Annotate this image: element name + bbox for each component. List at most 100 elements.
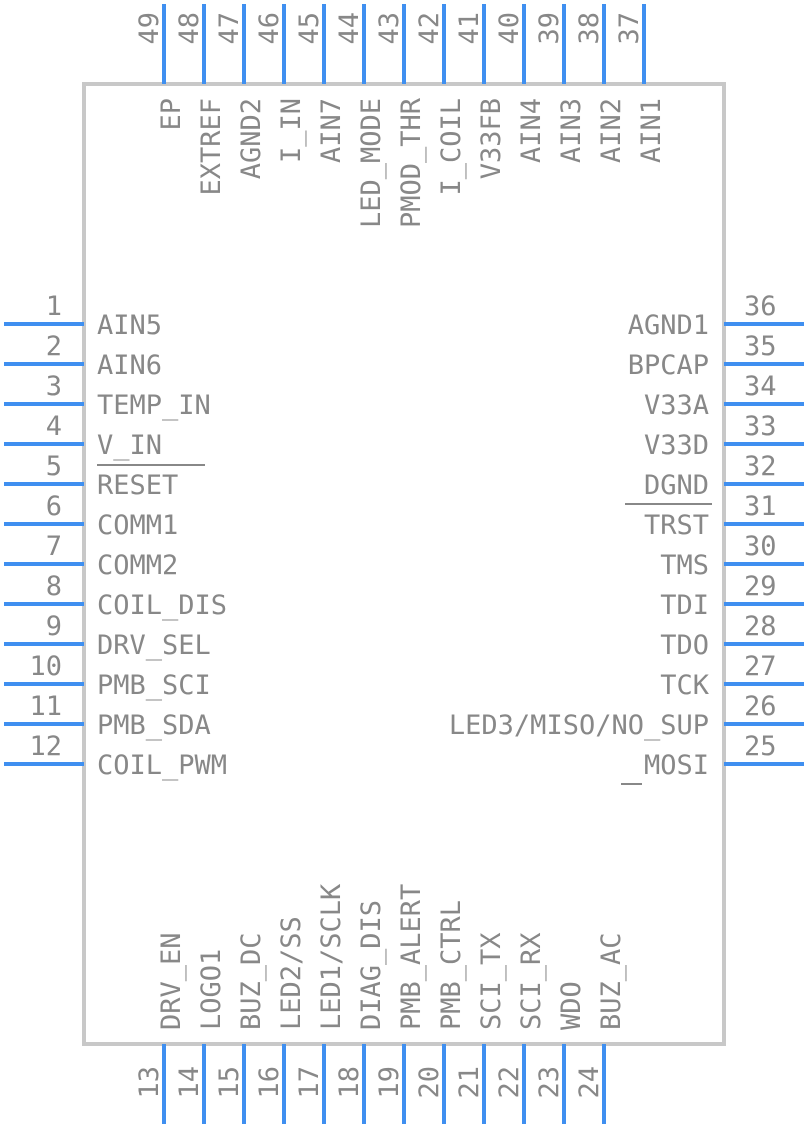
pin-7-number: 7 <box>46 531 62 562</box>
pin-25-number: 25 <box>744 731 777 762</box>
pin-33-number: 33 <box>744 411 777 442</box>
pin-34-label: V33A <box>644 390 709 421</box>
pin-46-label: I_IN <box>276 98 307 163</box>
pin-35-label: BPCAP <box>628 350 709 381</box>
pin-29-label: TDI <box>660 590 709 621</box>
pin-12-label: COIL_PWM <box>97 750 227 781</box>
pin-44-label: LED_MODE <box>356 98 387 228</box>
pin-23-number: 23 <box>534 1066 565 1099</box>
pin-6-label: COMM1 <box>97 510 178 541</box>
pin-4-label: V_IN <box>97 430 162 461</box>
pin-7-label: COMM2 <box>97 550 178 581</box>
pin-40-number: 40 <box>494 12 525 45</box>
pin-17-label: LED1/SCLK <box>316 883 347 1030</box>
pin-36-number: 36 <box>744 291 777 322</box>
pin-32-number: 32 <box>744 451 777 482</box>
pin-45-label: AIN7 <box>316 98 347 163</box>
pin-43-label: PMOD_THR <box>396 97 427 228</box>
pin-18-label: DIAG_DIS <box>356 900 387 1030</box>
pin-28-label: TDO <box>660 630 709 661</box>
pin-43-number: 43 <box>374 12 405 45</box>
pin-26-number: 26 <box>744 691 777 722</box>
pin-15-label: BUZ_DC <box>236 932 267 1030</box>
pin-27-number: 27 <box>744 651 777 682</box>
pin-35-number: 35 <box>744 331 777 362</box>
pin-34-number: 34 <box>744 371 777 402</box>
pin-41-label: V33FB <box>476 98 507 179</box>
pin-9-label: DRV_SEL <box>97 630 211 661</box>
overbars-layer <box>97 464 712 785</box>
pin-24-number: 24 <box>574 1066 605 1099</box>
pin-1-number: 1 <box>46 291 62 322</box>
pin-12-number: 12 <box>29 731 62 762</box>
pin-41-number: 41 <box>454 12 485 45</box>
pin-11-label: PMB_SDA <box>97 710 211 741</box>
pin-29-number: 29 <box>744 571 777 602</box>
pin-2-label: AIN6 <box>97 350 162 381</box>
pin-10-number: 10 <box>29 651 62 682</box>
pin-42-label: I_COIL <box>436 98 467 196</box>
pin-38-number: 38 <box>574 12 605 45</box>
pin-3-number: 3 <box>46 371 62 402</box>
pin-5-number: 5 <box>46 451 62 482</box>
pin-19-label: PMB_ALERT <box>396 884 427 1030</box>
pin-23-label: WDO <box>556 981 587 1030</box>
pin-3-label: TEMP_IN <box>97 390 211 421</box>
pin-11-number: 11 <box>29 691 62 722</box>
pin-16-label: LED2/SS <box>276 916 307 1030</box>
pin-2-number: 2 <box>46 331 62 362</box>
pin-14-label: LOGO1 <box>196 949 227 1030</box>
pin-44-number: 44 <box>334 12 365 45</box>
pin-47-number: 47 <box>214 12 245 45</box>
pin-25-label: MOSI <box>644 750 709 781</box>
pin-48-number: 48 <box>174 12 205 45</box>
pin-14-number: 14 <box>174 1066 205 1099</box>
pin-6-number: 6 <box>46 491 62 522</box>
pin-20-number: 20 <box>414 1066 445 1099</box>
pin-27-label: TCK <box>660 670 710 701</box>
pin-48-label: EXTREF <box>196 98 227 196</box>
pin-47-label: AGND2 <box>236 98 267 179</box>
pin-20-label: PMB_CTRL <box>436 900 467 1030</box>
pin-13-number: 13 <box>134 1066 165 1099</box>
pin-24-label: BUZ_AC <box>596 932 627 1030</box>
pin-49-number: 49 <box>134 12 165 45</box>
pin-18-number: 18 <box>334 1066 365 1099</box>
pin-15-number: 15 <box>214 1066 245 1099</box>
pin-22-label: SCI_RX <box>516 932 547 1030</box>
pin-33-label: V33D <box>644 430 709 461</box>
pin-1-label: AIN5 <box>97 310 162 341</box>
pin-32-label: DGND <box>644 470 709 501</box>
pin-5-label: RESET <box>97 470 178 501</box>
pin-37-label: AIN1 <box>636 98 667 163</box>
pin-39-number: 39 <box>534 12 565 45</box>
pin-40-label: AIN4 <box>516 98 547 163</box>
pin-8-number: 8 <box>46 571 62 602</box>
pin-28-number: 28 <box>744 611 777 642</box>
pin-31-number: 31 <box>744 491 777 522</box>
pin-37-number: 37 <box>614 12 645 45</box>
pin-8-label: COIL_DIS <box>97 590 227 621</box>
pin-38-label: AIN2 <box>596 98 627 163</box>
pin-17-number: 17 <box>294 1066 325 1099</box>
pin-21-label: SCI_TX <box>476 932 507 1030</box>
pin-22-number: 22 <box>494 1066 525 1099</box>
pin-45-number: 45 <box>294 12 325 45</box>
pin-16-number: 16 <box>254 1066 285 1099</box>
pin-46-number: 46 <box>254 12 285 45</box>
pin-39-label: AIN3 <box>556 98 587 163</box>
pin-26-label: LED3/MISO/NO_SUP <box>449 710 709 741</box>
pin-30-number: 30 <box>744 531 777 562</box>
pin-19-number: 19 <box>374 1066 405 1099</box>
pin-10-label: PMB_SCI <box>97 670 211 701</box>
pin-36-label: AGND1 <box>628 310 709 341</box>
pin-4-number: 4 <box>46 411 62 442</box>
pin-13-label: DRV_EN <box>156 932 187 1030</box>
pin-9-number: 9 <box>46 611 62 642</box>
pin-21-number: 21 <box>454 1066 485 1099</box>
pin-31-label: TRST <box>644 510 709 541</box>
pin-42-number: 42 <box>414 12 445 45</box>
pin-49-label: EP <box>156 98 187 131</box>
